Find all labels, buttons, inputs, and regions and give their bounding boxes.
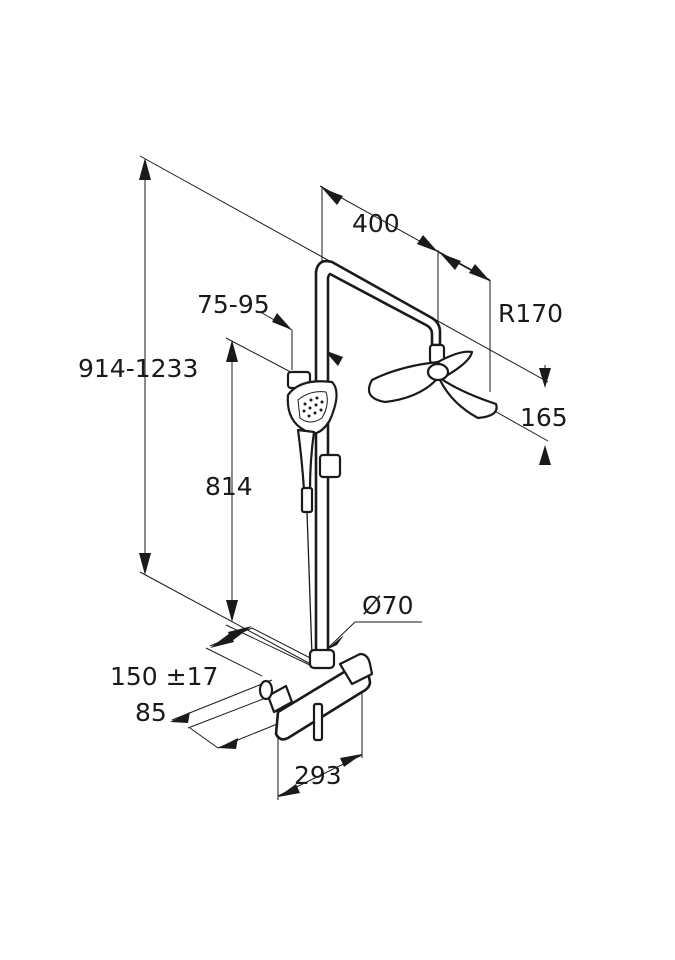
total-height-label: 914-1233 bbox=[78, 354, 198, 383]
dimension-labels: 914-1233 400 R170 75-95 814 165 Ø70 150 … bbox=[78, 209, 568, 790]
head-radius-label: R170 bbox=[498, 299, 563, 328]
head-height-label: 165 bbox=[520, 403, 568, 432]
rail-height-label: 814 bbox=[205, 472, 253, 501]
nozzle-dots bbox=[302, 396, 324, 418]
inlet-spacing-label: 150 ±17 bbox=[110, 662, 218, 691]
shower-head bbox=[367, 343, 498, 420]
wall-offset-label: 85 bbox=[135, 698, 167, 727]
arm-length-label: 400 bbox=[352, 209, 400, 238]
dimension-lines bbox=[139, 155, 551, 800]
hand-shower bbox=[286, 370, 342, 657]
thermostatic-mixer bbox=[258, 648, 374, 742]
rail-diameter-label: Ø70 bbox=[362, 591, 414, 620]
mixer-width-label: 293 bbox=[294, 761, 342, 790]
slider-range-label: 75-95 bbox=[197, 290, 270, 319]
